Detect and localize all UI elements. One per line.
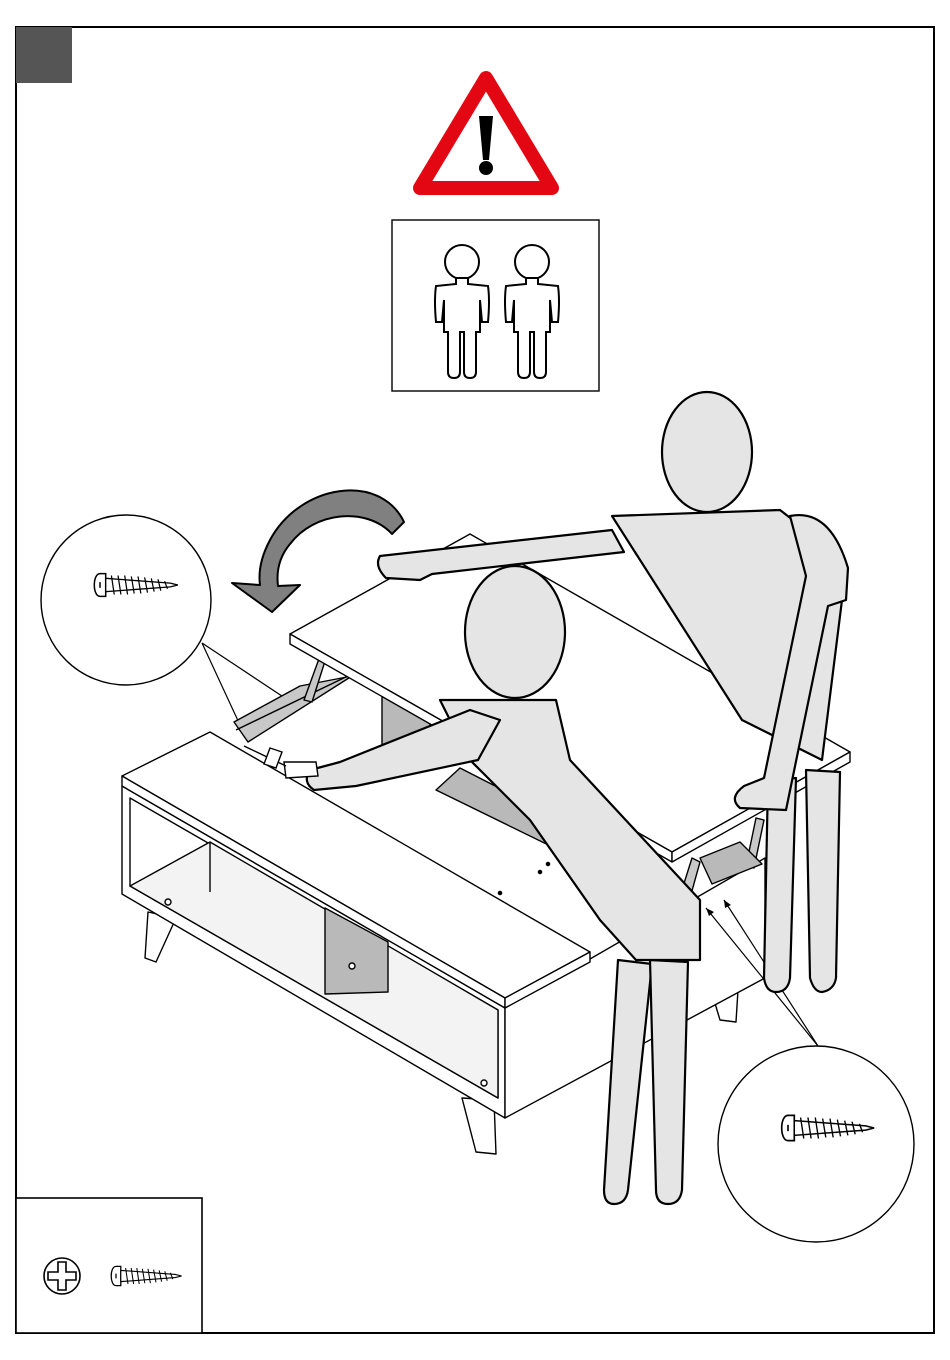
step-number-box <box>16 27 72 83</box>
warning-triangle-icon <box>420 78 552 188</box>
screw-detail-left <box>41 515 300 725</box>
two-person-icon <box>392 220 599 391</box>
parts-and-tools-box <box>16 1198 202 1333</box>
phillips-screwdriver-icon <box>44 1258 80 1294</box>
